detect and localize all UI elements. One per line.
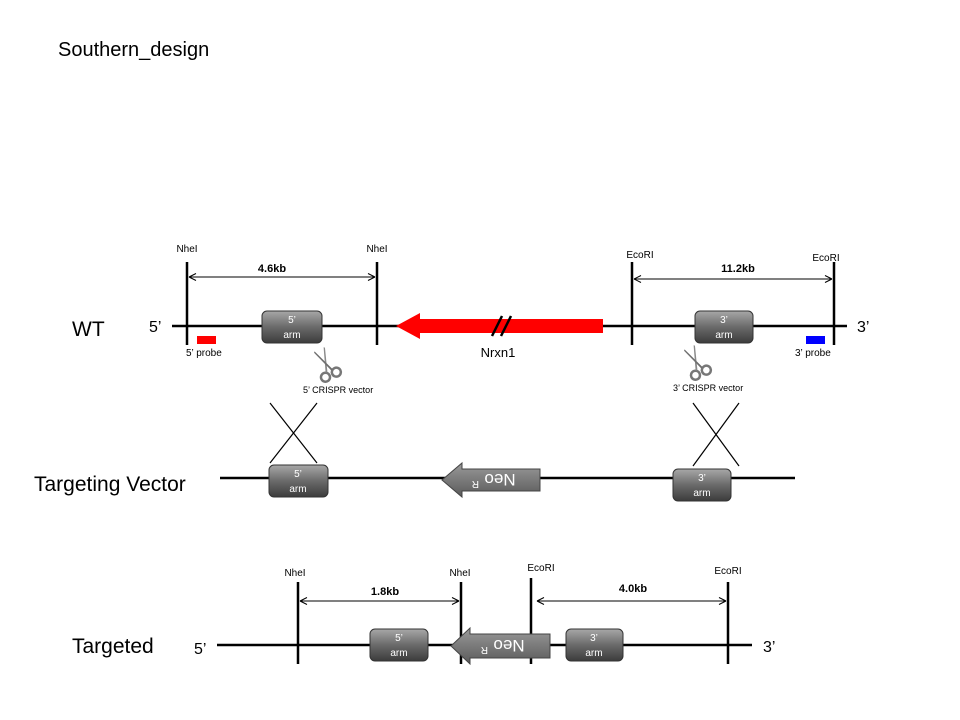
- probe-5-bar: [197, 336, 216, 344]
- targeted-5-prime-end: 5’: [194, 641, 206, 658]
- wt-size-5-label: 4.6kb: [258, 263, 286, 275]
- wt-label: WT: [72, 318, 105, 341]
- targeted-neo-label: Neo: [493, 636, 524, 655]
- crispr-5-label: 5’ CRISPR vector: [303, 385, 373, 395]
- wt-5-arm: 5’ arm: [261, 310, 323, 344]
- wt-size-arrow-5: [188, 273, 376, 281]
- page-title: Southern_design: [58, 39, 209, 61]
- wt-row: WT 5’ 3’ NheI NheI EcoRI EcoRI 4.6kb 11.…: [72, 244, 869, 395]
- gene-label: Nrxn1: [481, 345, 516, 360]
- wt-eco2-label: EcoRI: [812, 253, 839, 264]
- tv-neo-label: Neo: [484, 470, 515, 489]
- tv-5-arm: 5’ arm: [268, 464, 329, 498]
- targeted-eco1-label: EcoRI: [527, 563, 554, 574]
- targeted-size-3-label: 4.0kb: [619, 583, 647, 595]
- targeted-5-arm: 5’ arm: [369, 628, 429, 662]
- targeted-neo-superscript: R: [481, 644, 488, 655]
- probe-5-label: 5’ probe: [186, 348, 222, 359]
- wt-size-arrow-3: [633, 275, 833, 283]
- wt-size-3-label: 11.2kb: [721, 263, 755, 275]
- tv-neo-superscript: R: [472, 478, 479, 489]
- crispr-3-label: 3’ CRISPR vector: [673, 383, 743, 393]
- targeted-nhe2-label: NheI: [449, 568, 470, 579]
- targeted-size-5-label: 1.8kb: [371, 586, 399, 598]
- targeted-size-arrow-3: [536, 597, 727, 605]
- svg-text:arm: arm: [585, 648, 602, 659]
- gene-break-mark: [490, 315, 504, 337]
- scissors-5-icon: [308, 343, 344, 385]
- wt-5-prime-end: 5’: [149, 319, 161, 336]
- svg-text:5’: 5’: [395, 633, 403, 644]
- targeted-neo-cassette: Neo R: [450, 626, 551, 666]
- probe-3-label: 3’ probe: [795, 348, 831, 359]
- scissors-3-icon: [678, 341, 714, 383]
- crossover-5-mark: [269, 402, 318, 464]
- tv-neo-cassette: Neo R: [441, 461, 541, 499]
- crossover-3-mark: [692, 402, 740, 467]
- targeting-vector-row: Targeting Vector 5’ arm 3’ arm Neo R: [34, 461, 795, 502]
- svg-text:arm: arm: [390, 648, 407, 659]
- targeted-3-arm: 3’ arm: [565, 628, 624, 662]
- targeted-label: Targeted: [72, 635, 154, 658]
- probe-3-bar: [806, 336, 825, 344]
- wt-3-prime-end: 3’: [857, 319, 869, 336]
- svg-text:3’: 3’: [698, 473, 706, 484]
- wt-nhe2-label: NheI: [366, 244, 387, 255]
- targeted-row: Targeted 5’ 3’ NheI NheI EcoRI EcoRI 1.8…: [72, 563, 775, 666]
- svg-text:3’: 3’: [590, 633, 598, 644]
- svg-text:3’: 3’: [720, 315, 728, 326]
- targeting-vector-label: Targeting Vector: [34, 473, 186, 496]
- tv-3-arm: 3’ arm: [672, 468, 732, 502]
- svg-text:arm: arm: [283, 330, 300, 341]
- svg-text:5’: 5’: [294, 469, 302, 480]
- wt-3-arm: 3’ arm: [694, 310, 754, 344]
- wt-nhe1-label: NheI: [176, 244, 197, 255]
- svg-text:arm: arm: [289, 484, 306, 495]
- svg-text:5’: 5’: [288, 315, 296, 326]
- targeted-eco2-label: EcoRI: [714, 566, 741, 577]
- targeted-size-arrow-5: [299, 597, 460, 605]
- svg-text:arm: arm: [693, 488, 710, 499]
- nrxn1-gene-arrow: [396, 313, 603, 339]
- wt-eco1-label: EcoRI: [626, 250, 653, 261]
- targeted-nhe1-label: NheI: [284, 568, 305, 579]
- targeted-3-prime-end: 3’: [763, 639, 775, 656]
- svg-text:arm: arm: [715, 330, 732, 341]
